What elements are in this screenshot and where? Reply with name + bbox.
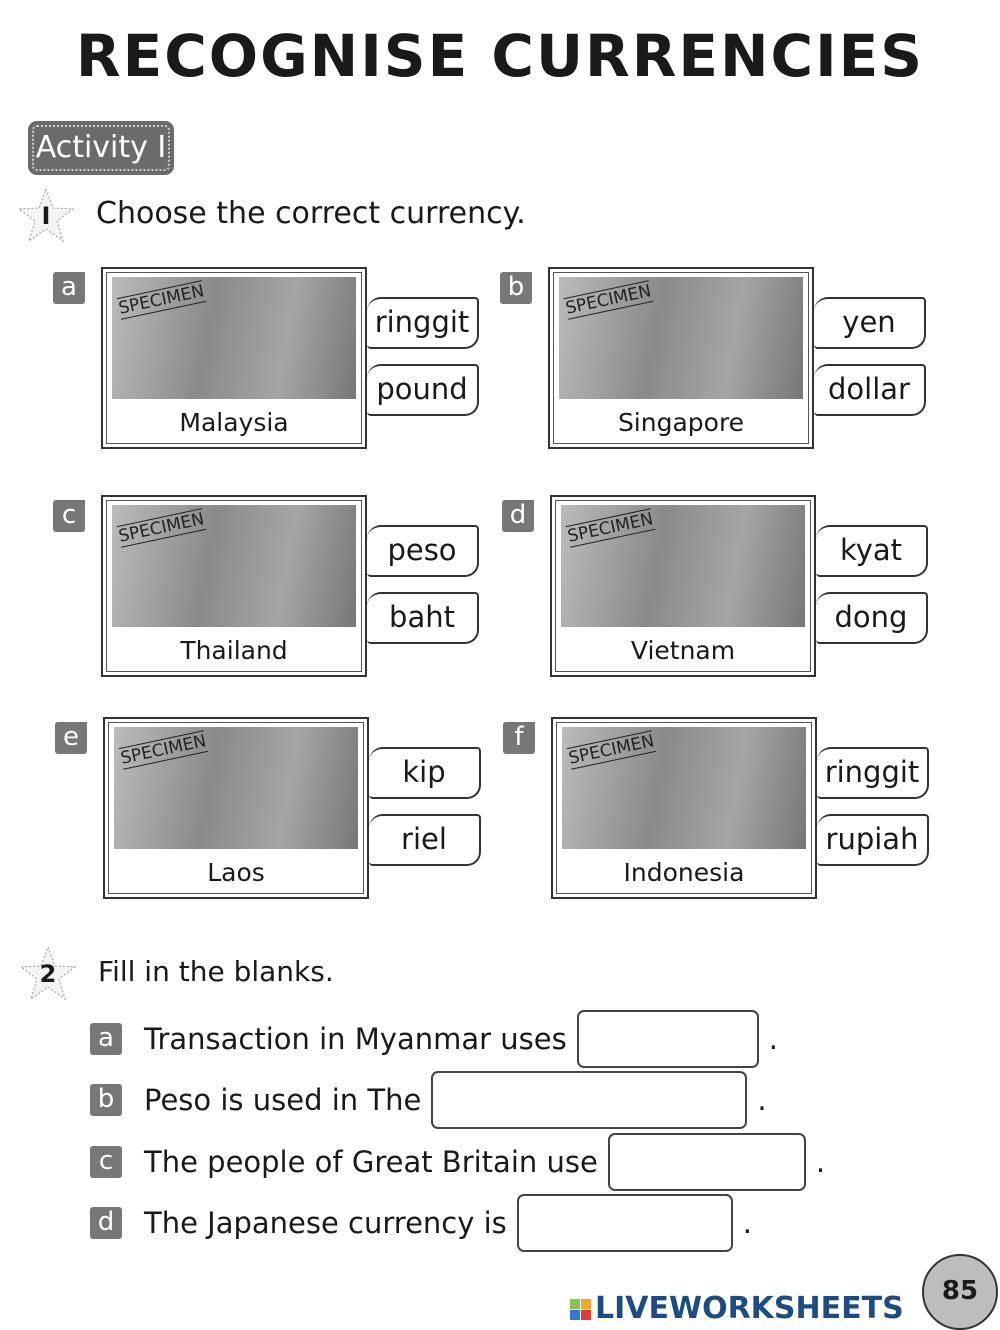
item-letter-a: a [90, 1023, 122, 1055]
question-1-instruction: Choose the correct currency. [96, 196, 526, 231]
question-number: I [41, 202, 51, 230]
item-letter-a: a [53, 272, 85, 304]
country-label: Vietnam [630, 636, 736, 665]
liveworksheets-logo: LIVEWORKSHEETS [570, 1292, 904, 1326]
sentence-text: Transaction in Myanmar uses [144, 1022, 567, 1056]
currency-option-peso[interactable]: peso [367, 525, 479, 577]
banknote-card-a: SPECIMEN Malaysia [101, 267, 367, 449]
sentence-text: The people of Great Britain use [144, 1145, 598, 1179]
currency-option-ringgit[interactable]: ringgit [817, 747, 929, 799]
watermark-text: LIVEWORKSHEETS [595, 1291, 904, 1326]
currency-option-riel[interactable]: riel [369, 814, 481, 866]
item-letter-c: c [53, 500, 85, 532]
specimen-stamp: SPECIMEN [118, 730, 209, 770]
star-icon [17, 187, 75, 243]
currency-option-dong[interactable]: dong [816, 592, 928, 644]
period: . [815, 1145, 826, 1179]
star-number-badge: 2 [18, 944, 78, 1004]
period: . [757, 1083, 767, 1117]
fill-blank-row-a: a Transaction in Myanmar uses . [90, 1010, 778, 1068]
item-letter-b: b [90, 1084, 122, 1116]
currency-option-dollar[interactable]: dollar [814, 364, 926, 416]
star-number-badge: I [16, 186, 76, 246]
question-number: 2 [39, 960, 57, 988]
answer-input-a[interactable] [576, 1010, 759, 1068]
sentence-text: Peso is used in The [144, 1083, 422, 1117]
banknote-image: SPECIMEN [559, 277, 803, 399]
banknote-image: SPECIMEN [112, 505, 356, 627]
country-label: Thailand [180, 636, 288, 665]
currency-option-yen[interactable]: yen [814, 297, 926, 349]
banknote-image: SPECIMEN [562, 727, 806, 849]
item-letter-f: f [503, 722, 535, 754]
activity-badge: Activity I [28, 121, 174, 175]
banknote-image: SPECIMEN [112, 277, 356, 399]
item-letter-e: e [55, 722, 87, 754]
item-letter-b: b [500, 272, 532, 304]
country-label: Laos [207, 858, 265, 887]
currency-option-kip[interactable]: kip [369, 747, 481, 799]
item-letter-d: d [502, 500, 534, 532]
sentence-text: The Japanese currency is [144, 1206, 507, 1240]
fill-blank-row-d: d The Japanese currency is . [90, 1194, 753, 1252]
item-letter-c: c [90, 1146, 122, 1178]
period: . [768, 1022, 778, 1056]
specimen-stamp: SPECIMEN [116, 280, 207, 320]
currency-option-kyat[interactable]: kyat [816, 525, 928, 577]
country-label: Singapore [617, 408, 745, 437]
answer-input-c[interactable] [607, 1133, 806, 1191]
specimen-stamp: SPECIMEN [566, 730, 657, 770]
banknote-card-d: SPECIMEN Vietnam [550, 495, 816, 677]
country-label: Malaysia [179, 408, 289, 437]
fill-blank-row-c: c The people of Great Britain use . [90, 1133, 826, 1191]
specimen-stamp: SPECIMEN [116, 508, 207, 548]
banknote-card-c: SPECIMEN Thailand [101, 495, 367, 677]
answer-input-d[interactable] [516, 1194, 733, 1252]
answer-input-b[interactable] [431, 1071, 748, 1129]
page-title: RECOGNISE CURRENCIES [75, 22, 925, 90]
currency-option-baht[interactable]: baht [367, 592, 479, 644]
logo-tiles-icon [570, 1298, 591, 1320]
banknote-card-e: SPECIMEN Laos [103, 717, 369, 899]
specimen-stamp: SPECIMEN [565, 508, 656, 548]
specimen-stamp: SPECIMEN [563, 280, 654, 320]
item-letter-d: d [90, 1207, 122, 1239]
banknote-card-b: SPECIMEN Singapore [548, 267, 814, 449]
banknote-image: SPECIMEN [114, 727, 358, 849]
period: . [742, 1206, 753, 1240]
star-icon [19, 945, 77, 1001]
banknote-card-f: SPECIMEN Indonesia [551, 717, 817, 899]
country-label: Indonesia [623, 858, 745, 887]
currency-option-ringgit[interactable]: ringgit [367, 297, 479, 349]
question-2-instruction: Fill in the blanks. [98, 955, 334, 988]
banknote-image: SPECIMEN [561, 505, 805, 627]
currency-option-pound[interactable]: pound [367, 364, 479, 416]
page-number: 85 [922, 1254, 998, 1330]
fill-blank-row-b: b Peso is used in The . [90, 1071, 767, 1129]
currency-option-rupiah[interactable]: rupiah [817, 814, 929, 866]
